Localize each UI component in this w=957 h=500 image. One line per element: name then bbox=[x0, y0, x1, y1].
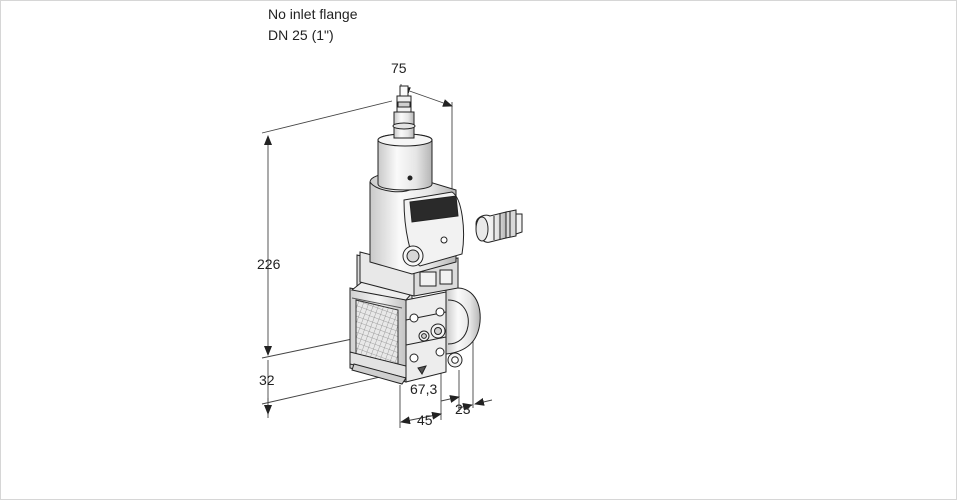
dimension-label-226: 226 bbox=[257, 256, 281, 272]
dimension-label-67-3: 67,3 bbox=[410, 381, 438, 397]
extension-line-base bbox=[261, 376, 381, 405]
extension-line-body bbox=[261, 337, 358, 359]
extension-line-top bbox=[261, 100, 393, 134]
dimension-23-b bbox=[474, 398, 493, 406]
title-line-1: No inlet flange bbox=[268, 6, 358, 22]
dimension-45 bbox=[400, 411, 442, 425]
title-line-2: DN 25 (1") bbox=[268, 27, 334, 43]
cable-gland bbox=[475, 209, 523, 243]
dimension-label-23: 23 bbox=[455, 401, 471, 417]
valve-body bbox=[349, 254, 481, 385]
dimension-label-75: 75 bbox=[391, 60, 407, 76]
dimension-67-3 bbox=[440, 395, 460, 403]
dimension-23-a bbox=[457, 402, 473, 411]
actuator-housing bbox=[359, 85, 465, 297]
dimension-label-32: 32 bbox=[259, 372, 275, 388]
dimension-label-45: 45 bbox=[417, 412, 433, 428]
dimension-75 bbox=[400, 87, 453, 107]
